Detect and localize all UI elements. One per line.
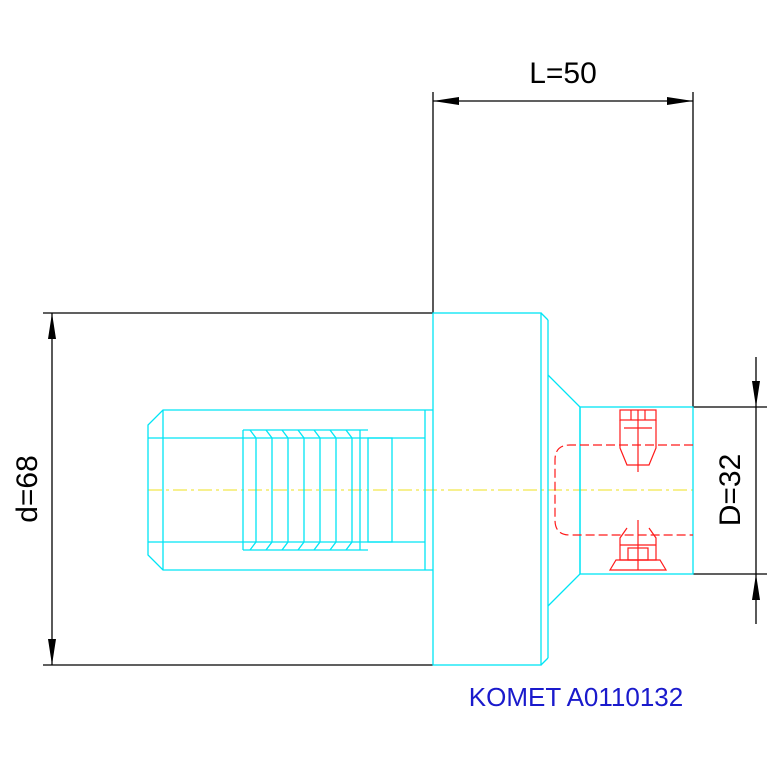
length-label: L=50	[529, 57, 597, 90]
large-diameter-label: d=68	[11, 455, 44, 523]
large-diameter-dimension	[43, 312, 433, 666]
arrow-down	[752, 381, 760, 407]
small-diameter-label: D=32	[714, 454, 747, 527]
clamping-screws	[554, 409, 693, 571]
dimension-lines	[43, 92, 767, 666]
arrow-up	[48, 313, 56, 339]
holder-body	[147, 312, 694, 666]
thread-section	[242, 429, 393, 551]
arrow-down	[48, 639, 56, 665]
small-diameter-dimension	[693, 357, 767, 624]
arrow-right	[667, 97, 693, 105]
part-caption: KOMET A0110132	[469, 682, 683, 712]
bottom-screw	[608, 520, 668, 571]
arrow-left	[433, 97, 459, 105]
flange	[432, 312, 549, 666]
bore-hidden-line	[554, 444, 693, 536]
arrow-up	[752, 574, 760, 600]
top-screw	[619, 409, 657, 472]
length-dimension	[432, 92, 694, 407]
front-body	[579, 406, 694, 575]
